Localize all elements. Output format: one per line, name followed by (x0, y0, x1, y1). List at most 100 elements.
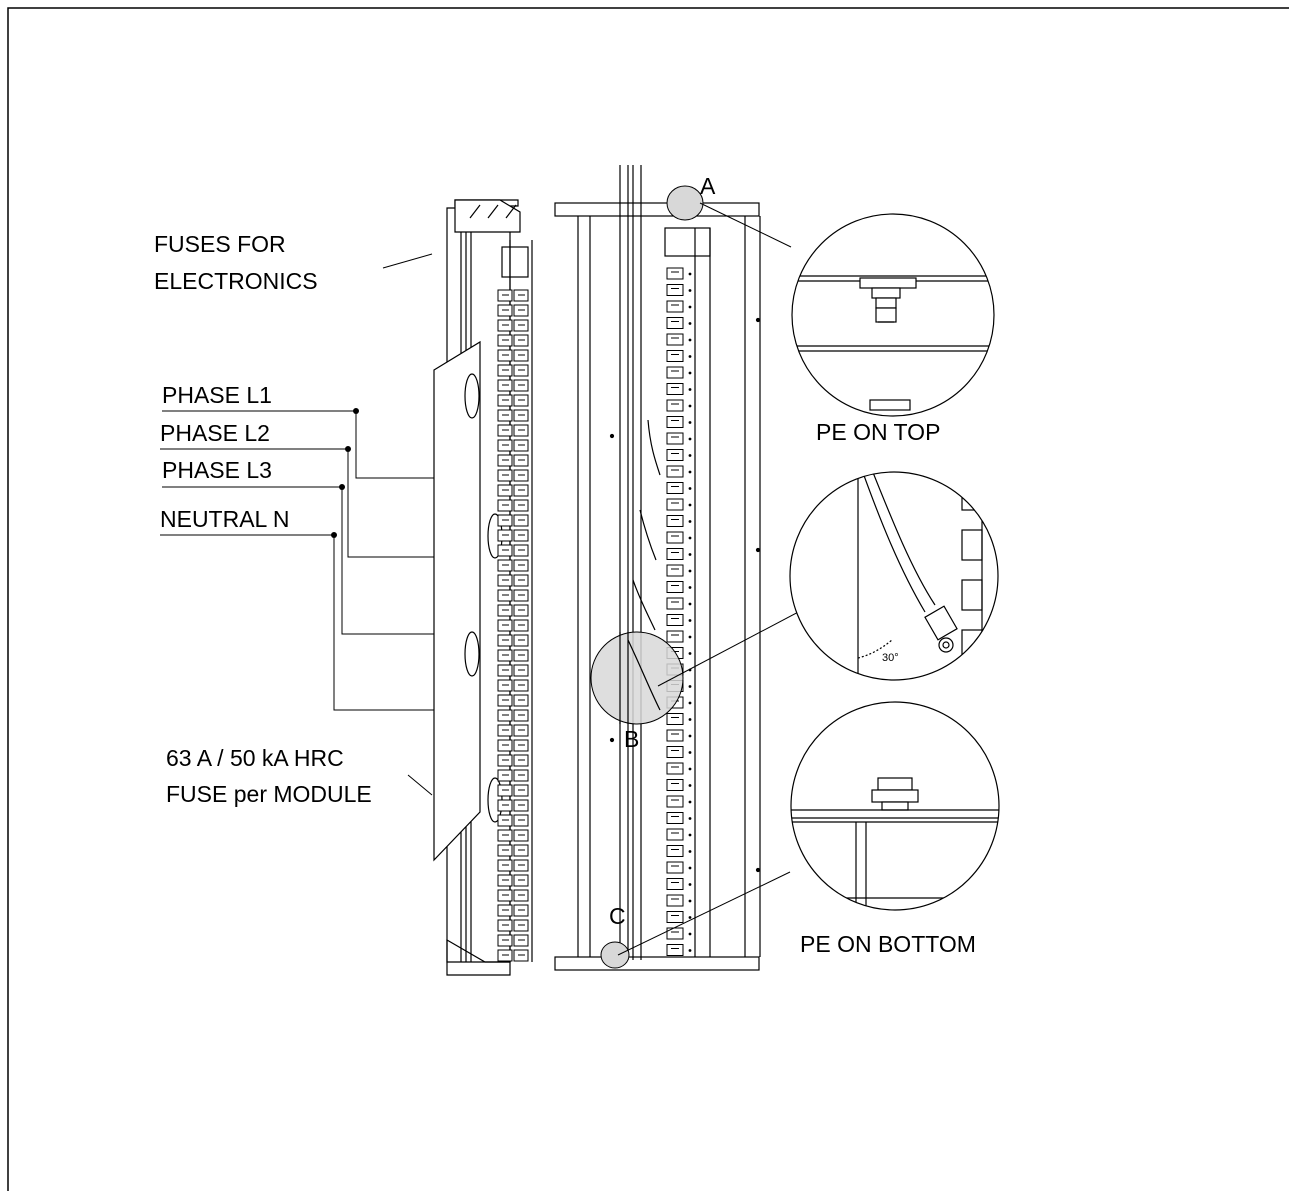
highlight-b (590, 631, 684, 725)
cable-over-highlight (619, 632, 661, 724)
fuse-terminal (666, 845, 692, 857)
fuse-terminal (497, 574, 529, 587)
fuse-terminal (666, 762, 692, 775)
fuse-terminal (497, 484, 529, 497)
fuse-terminal (666, 597, 692, 610)
fuse-terminal (497, 844, 529, 857)
leader-c (617, 871, 791, 956)
fuse-strip-panel (433, 199, 533, 976)
fuse-terminal (666, 878, 692, 890)
marker-b: B (624, 726, 639, 752)
fuse-terminal (497, 694, 529, 707)
fuse-terminal (666, 449, 692, 461)
fuse-terminal (666, 614, 692, 626)
leader-fuses-electronics (382, 253, 433, 269)
highlight-c (600, 941, 630, 969)
fuse-terminal (666, 548, 692, 560)
fuse-terminal (497, 919, 529, 932)
fuse-terminal (497, 469, 529, 482)
fuse-terminal (666, 729, 692, 742)
phase-l1-label: PHASE L1 (162, 382, 272, 408)
detail-pe-top (791, 213, 995, 417)
fuse-terminal (497, 814, 529, 827)
fuse-terminal (666, 383, 692, 395)
detail-pe-angle (789, 471, 999, 681)
fuse-terminal (497, 679, 529, 692)
fuse-terminal (497, 754, 529, 767)
fuse-terminal (666, 366, 692, 379)
fuse-terminal (497, 859, 529, 872)
fuse-terminals-center (666, 267, 692, 956)
fuse-terminal (497, 424, 529, 437)
page-border (7, 7, 1289, 1196)
fuse-terminal (666, 812, 692, 824)
wiring-junctions (331, 408, 359, 538)
highlight-a (666, 185, 704, 221)
detail-pe-bottom (790, 701, 1000, 911)
fuse-terminal (497, 559, 529, 572)
phase-l2-label: PHASE L2 (160, 420, 270, 446)
fuse-terminal (497, 649, 529, 662)
fuse-terminal (497, 409, 529, 422)
fuse-terminal (497, 454, 529, 467)
fuse-terminal (666, 531, 692, 544)
fuse-terminal (497, 544, 529, 557)
fuse-terminal (497, 889, 529, 902)
leader-fuse-rating (407, 774, 433, 796)
fuse-terminal (497, 589, 529, 602)
fuse-terminal (666, 267, 692, 280)
fuse-terminal (666, 515, 692, 527)
fuse-terminal (497, 379, 529, 392)
fuse-terminal (497, 499, 529, 512)
supply-wiring (160, 410, 434, 711)
fuse-terminal (666, 333, 692, 346)
fuse-terminal (497, 319, 529, 332)
pe-bottom-label: PE ON BOTTOM (800, 931, 976, 957)
marker-a: A (700, 173, 716, 199)
fuse-terminal (497, 394, 529, 407)
fuse-terminal (666, 911, 692, 923)
fuse-terminal (666, 630, 692, 643)
pe-top-label: PE ON TOP (816, 419, 940, 445)
fuse-terminal (666, 300, 692, 313)
fuse-rating-line1: 63 A / 50 kA HRC (166, 745, 344, 771)
fuses-electronics-line2: ELECTRONICS (154, 268, 318, 294)
angle-label: 30° (882, 652, 899, 664)
fuse-terminal (497, 904, 529, 917)
fuse-terminal (497, 349, 529, 362)
fuse-terminal (497, 634, 529, 647)
fuse-terminal (497, 334, 529, 347)
fuse-terminal (666, 795, 692, 808)
fuse-terminal (666, 746, 692, 758)
fuse-terminal (497, 664, 529, 677)
fuse-terminal (497, 619, 529, 632)
fuse-terminal (497, 829, 529, 842)
fuse-terminal (666, 564, 692, 577)
fuse-terminal (497, 784, 529, 797)
fuse-terminal (666, 432, 692, 445)
fuse-terminal (497, 289, 529, 302)
fuse-terminal (666, 317, 692, 329)
fuse-terminal (497, 529, 529, 542)
fuse-terminal (666, 861, 692, 874)
fuse-terminal (666, 399, 692, 412)
fuse-terminal (497, 874, 529, 887)
fuse-terminal (497, 799, 529, 812)
leader-a (699, 202, 792, 248)
marker-c: C (609, 903, 626, 929)
fuse-terminal (497, 739, 529, 752)
fuse-terminal (666, 828, 692, 841)
fuse-terminal (666, 498, 692, 511)
fuse-terminal (666, 894, 692, 907)
fuse-terminal (666, 416, 692, 428)
fuse-rating-line2: FUSE per MODULE (166, 781, 372, 807)
phase-l3-label: PHASE L3 (162, 457, 272, 483)
fuse-terminal (666, 350, 692, 362)
fuse-terminal (497, 364, 529, 377)
fuse-terminal (666, 779, 692, 791)
fuse-terminal (666, 482, 692, 494)
fuse-terminal (497, 709, 529, 722)
cabinet-frame (554, 165, 761, 971)
fuses-electronics-line1: FUSES FOR (154, 231, 286, 257)
